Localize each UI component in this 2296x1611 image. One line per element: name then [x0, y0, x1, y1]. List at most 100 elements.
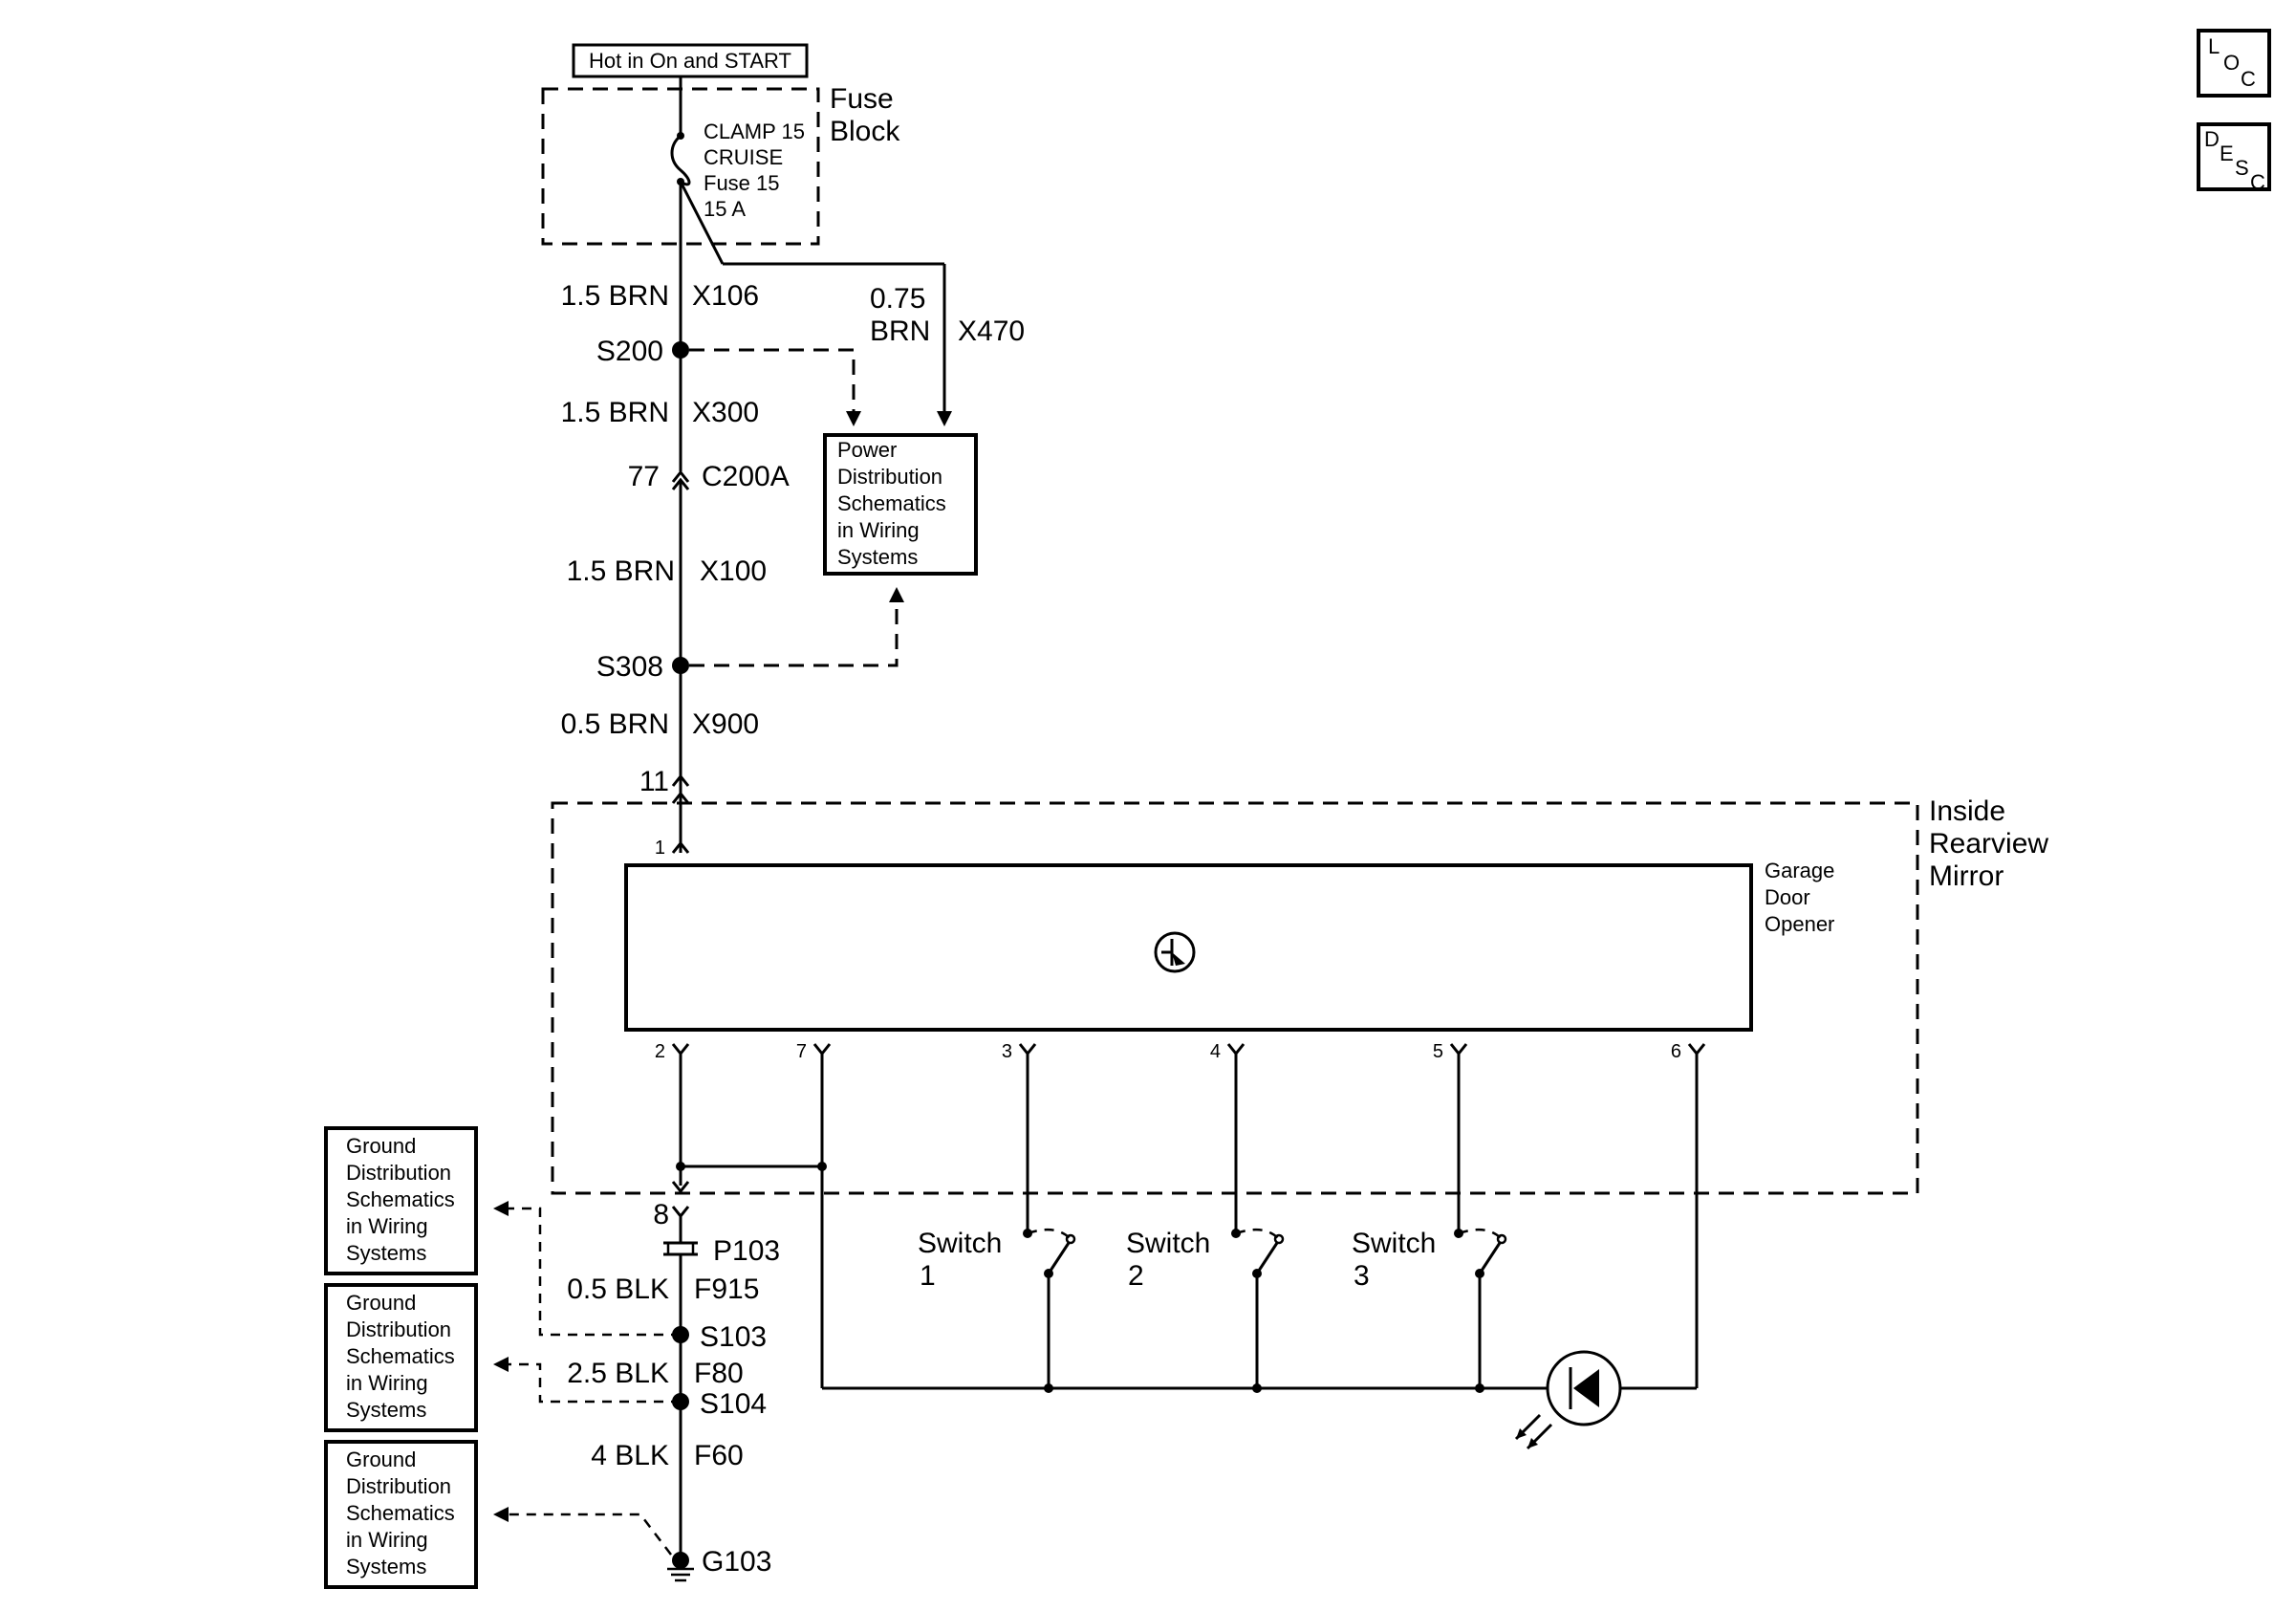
- switch-1-number: 1: [920, 1260, 936, 1292]
- wire-x470-size-1: 0.75: [870, 283, 925, 315]
- splice-s308-label: S308: [596, 651, 663, 683]
- wire-x100-circuit: X100: [700, 555, 767, 587]
- connector-pin-11-label: 11: [639, 766, 669, 797]
- svg-text:in Wiring: in Wiring: [346, 1528, 428, 1552]
- desc-e: E: [2220, 142, 2234, 165]
- module-pin-7: [812, 1043, 832, 1388]
- fuse-symbol: [670, 76, 691, 186]
- led-indicator-icon: [1514, 1350, 1622, 1450]
- desc-c: C: [2250, 170, 2265, 194]
- garage-door-opener-module[interactable]: [624, 863, 1753, 1032]
- connector-p103: [663, 1241, 698, 1256]
- wire-x300-size: 1.5 BRN: [561, 397, 669, 428]
- svg-text:Distribution: Distribution: [346, 1161, 451, 1185]
- svg-text:Distribution: Distribution: [346, 1317, 451, 1341]
- wire-x106-size: 1.5 BRN: [561, 280, 669, 312]
- fuse-name-2: CRUISE: [704, 145, 783, 169]
- fuse-name-3: Fuse 15: [704, 171, 780, 195]
- pin-3-label: 3: [1002, 1041, 1012, 1062]
- svg-text:Power: Power: [837, 438, 897, 462]
- svg-text:Ground: Ground: [346, 1291, 416, 1315]
- svg-text:Ground: Ground: [346, 1134, 416, 1158]
- svg-text:in Wiring: in Wiring: [346, 1371, 428, 1395]
- ground-distribution-box-1[interactable]: Ground Distribution Schematics in Wiring…: [324, 1126, 478, 1275]
- ground-link-2: [493, 1357, 681, 1404]
- switch-3-label: Switch: [1352, 1228, 1436, 1259]
- connector-p103-label: P103: [713, 1235, 780, 1267]
- module-pin-6: [1687, 1043, 1706, 1388]
- connector-c200a-label: C200A: [702, 461, 790, 492]
- electronic-device-icon: [1154, 931, 1196, 973]
- power-distribution-box[interactable]: Power Distribution Schematics in Wiring …: [823, 433, 978, 576]
- ground-distribution-box-3[interactable]: Ground Distribution Schematics in Wiring…: [324, 1440, 478, 1589]
- ground-link-1: [493, 1201, 681, 1337]
- connector-pin-8-label: 8: [653, 1199, 669, 1230]
- svg-text:Schematics: Schematics: [837, 491, 946, 515]
- switch-3[interactable]: [1454, 1228, 1507, 1388]
- loc-o: O: [2223, 51, 2240, 75]
- module-label-1: Garage: [1765, 859, 1834, 882]
- desc-button[interactable]: D E S C: [2197, 122, 2271, 194]
- ground-link-3: [493, 1507, 672, 1556]
- pin-4-label: 4: [1210, 1041, 1221, 1062]
- wire-f60-size: 4 BLK: [591, 1440, 669, 1471]
- wire-f915-size: 0.5 BLK: [567, 1274, 669, 1305]
- desc-d: D: [2204, 127, 2220, 151]
- wire-x470-size-2: BRN: [870, 316, 930, 347]
- wire-x900-circuit: X900: [692, 708, 759, 740]
- svg-text:Systems: Systems: [346, 1555, 426, 1578]
- fuse-block-title-1: Fuse: [830, 83, 894, 115]
- wire-x106-circuit: X106: [692, 280, 759, 312]
- pin-5-label: 5: [1433, 1041, 1443, 1062]
- switch-2-label: Switch: [1126, 1228, 1210, 1259]
- svg-text:in Wiring: in Wiring: [837, 518, 920, 542]
- s308-dashed-link: [689, 587, 904, 667]
- wire-x100-size: 1.5 BRN: [567, 555, 675, 587]
- pin-7-label: 7: [796, 1041, 807, 1062]
- fuse-name-1: CLAMP 15: [704, 120, 805, 143]
- svg-text:Schematics: Schematics: [346, 1344, 455, 1368]
- switch-2-number: 2: [1128, 1260, 1144, 1292]
- switch-1-label: Switch: [918, 1228, 1002, 1259]
- wire-x470-circuit: X470: [958, 316, 1025, 347]
- mirror-title-3: Mirror: [1929, 860, 2004, 892]
- loc-c: C: [2241, 67, 2256, 91]
- svg-text:Ground: Ground: [346, 1448, 416, 1471]
- fuse-name-4: 15 A: [704, 197, 746, 221]
- wire-x300-circuit: X300: [692, 397, 759, 428]
- module-label-2: Door: [1765, 885, 1810, 909]
- module-pin-4: [1226, 1043, 1245, 1233]
- splice-s308: [672, 657, 689, 674]
- x470-branch-wire: [679, 181, 952, 426]
- mirror-title-2: Rearview: [1929, 828, 2048, 860]
- splice-s103-label: S103: [700, 1321, 767, 1353]
- svg-text:in Wiring: in Wiring: [346, 1214, 428, 1238]
- connector-pin-1-label: 1: [655, 838, 665, 859]
- ground-symbol-g103: [667, 1552, 694, 1582]
- splice-s200: [672, 341, 689, 359]
- pin-2-label: 2: [655, 1041, 665, 1062]
- module-pin-5: [1449, 1043, 1468, 1233]
- svg-text:Hot in On and START: Hot in On and START: [589, 49, 791, 73]
- connector-pin-11: [671, 773, 690, 853]
- splice-s104-label: S104: [700, 1388, 767, 1420]
- wire-f80-circuit: F80: [694, 1358, 744, 1389]
- module-pin-3: [1018, 1043, 1037, 1233]
- loc-button[interactable]: L O C: [2197, 29, 2271, 98]
- svg-text:Distribution: Distribution: [346, 1474, 451, 1498]
- wire-x900-size: 0.5 BRN: [561, 708, 669, 740]
- switch-2[interactable]: [1231, 1228, 1285, 1388]
- desc-s: S: [2235, 156, 2249, 180]
- ground-g103-label: G103: [702, 1546, 771, 1578]
- switch-1[interactable]: [1023, 1228, 1076, 1388]
- svg-text:Systems: Systems: [346, 1241, 426, 1265]
- loc-l: L: [2208, 34, 2220, 58]
- svg-text:Schematics: Schematics: [346, 1187, 455, 1211]
- connector-c200a: [671, 469, 690, 490]
- ground-distribution-box-2[interactable]: Ground Distribution Schematics in Wiring…: [324, 1283, 478, 1432]
- fuse-block-title-2: Block: [830, 116, 900, 147]
- svg-text:Systems: Systems: [837, 545, 918, 569]
- connector-pin-8: [671, 1181, 690, 1243]
- mirror-title-1: Inside: [1929, 795, 2005, 827]
